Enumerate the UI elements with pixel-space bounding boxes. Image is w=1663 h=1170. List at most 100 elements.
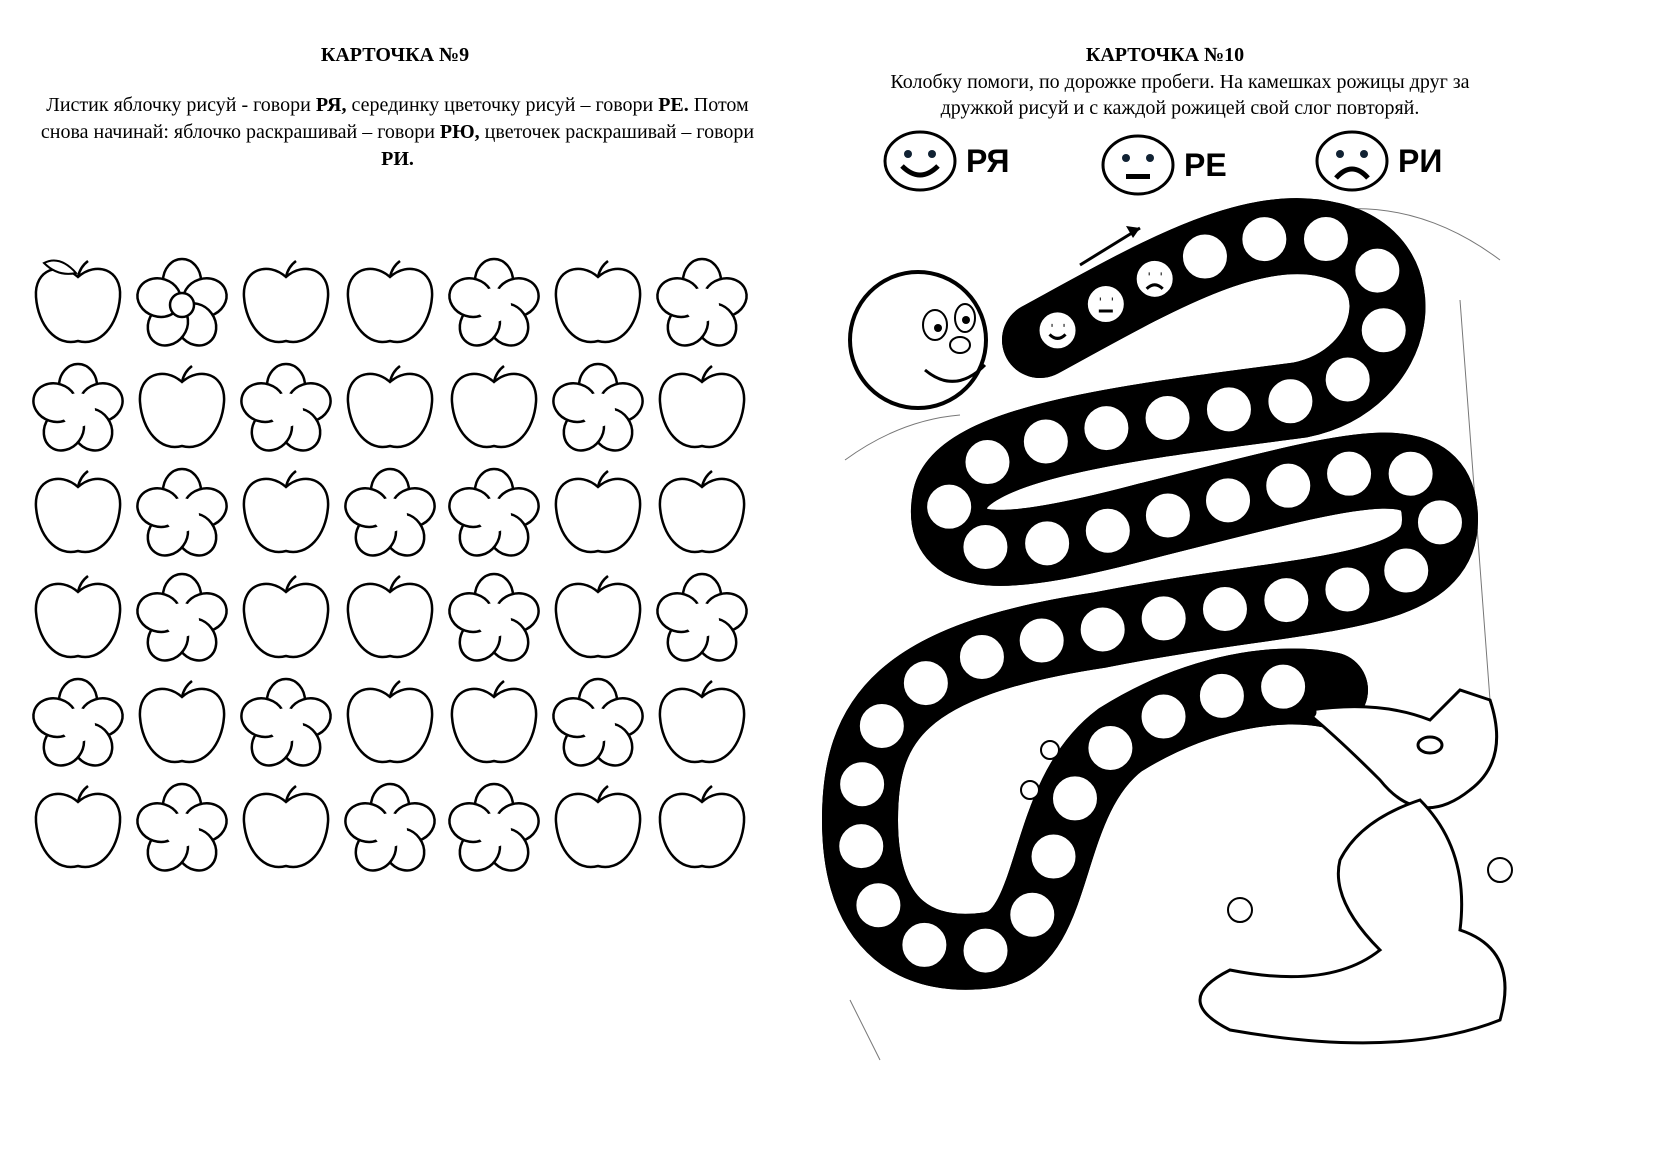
- syllable-re: РЕ: [1184, 146, 1227, 183]
- apple-icon: [654, 780, 750, 876]
- apple-icon: [446, 360, 542, 456]
- neutral-face-icon: [1101, 134, 1175, 196]
- apple-icon: [550, 255, 646, 351]
- card9-instructions: Листик яблочку рисуй - говори РЯ, середи…: [35, 92, 760, 173]
- stone-circle: [899, 657, 952, 710]
- apple-icon: [654, 675, 750, 771]
- apple-icon: [134, 360, 230, 456]
- apple-icon: [550, 465, 646, 561]
- stones: [835, 213, 1466, 977]
- neutral-face-icon: [1098, 297, 1113, 313]
- apple-icon: [238, 570, 334, 666]
- stone-circle: [1080, 402, 1133, 455]
- stone-circle: [1178, 230, 1231, 283]
- stone-circle: [1137, 592, 1190, 645]
- syllable-bold: РЯ,: [315, 94, 347, 116]
- sad-face-icon: [1145, 272, 1164, 290]
- syllable-bold: РИ.: [381, 148, 414, 170]
- stone-circle: [1027, 830, 1080, 883]
- stone-circle: [898, 918, 951, 971]
- stone-circle: [1137, 690, 1190, 743]
- flower-icon: [342, 780, 438, 876]
- stone-circle: [1048, 772, 1101, 825]
- card10-line1: Колобку помоги, по дорожке пробеги. На к…: [890, 71, 1470, 93]
- apple-icon: [550, 570, 646, 666]
- flower-icon: [134, 465, 230, 561]
- grass-texture: [844, 208, 1501, 1061]
- apple-icon: [30, 570, 126, 666]
- kolobok-icon: [848, 270, 988, 410]
- stone-circle: [1202, 383, 1255, 436]
- syllable-ria: РЯ: [966, 142, 1010, 179]
- stone-circle: [1076, 603, 1129, 656]
- flower-icon: [134, 780, 230, 876]
- stone-circle: [1257, 660, 1310, 713]
- apple-icon: [238, 780, 334, 876]
- legend-ri: РИ: [1314, 130, 1442, 192]
- stone-circle: [1019, 415, 1072, 468]
- stone-circle: [1321, 353, 1374, 406]
- apple-icon: [134, 675, 230, 771]
- apple-icon: [342, 360, 438, 456]
- stone-circle: [1299, 213, 1352, 266]
- stone-circle: [923, 480, 976, 533]
- stone-circle: [1380, 544, 1433, 597]
- stone-circle: [1035, 308, 1080, 353]
- stone-circle: [1015, 614, 1068, 667]
- fox-icon: [1198, 688, 1507, 1045]
- flower-icon: [446, 255, 542, 351]
- legend-re: РЕ: [1100, 134, 1227, 196]
- card9-title: КАРТОЧКА №9: [320, 44, 470, 66]
- syllable-ri: РИ: [1398, 142, 1443, 179]
- apple-icon: [30, 255, 126, 351]
- apple-icon: [446, 675, 542, 771]
- flower-icon: [30, 360, 126, 456]
- stone-circle: [855, 699, 908, 752]
- flower-icon: [134, 570, 230, 666]
- stone-circle: [1413, 496, 1466, 549]
- stone-circle: [955, 630, 1008, 683]
- stone-circle: [852, 879, 905, 932]
- stone-circle: [1021, 517, 1074, 570]
- flower-icon: [238, 360, 334, 456]
- legend-ria: РЯ: [882, 130, 1010, 192]
- instruction-text: серединку цветочку рисуй – говори: [346, 94, 659, 116]
- sad-face-icon: [1315, 130, 1389, 192]
- flower-icon: [446, 570, 542, 666]
- stone-circle: [1081, 504, 1134, 557]
- direction-arrow-icon: [1079, 226, 1141, 267]
- apple-icon: [30, 465, 126, 561]
- stone-circle: [1083, 282, 1128, 327]
- stone-circle: [959, 924, 1012, 977]
- apple-icon: [342, 570, 438, 666]
- stone-circle: [835, 820, 888, 873]
- card10-line2: дружкой рисуй и с каждой рожицей свой сл…: [940, 97, 1420, 119]
- stone-circle: [1202, 474, 1255, 527]
- card10-instructions: Колобку помоги, по дорожке пробеги. На к…: [830, 69, 1530, 121]
- apple-icon: [238, 255, 334, 351]
- instruction-text: цветочек раскрашивай – говори: [479, 121, 755, 143]
- smile-face-icon: [1048, 323, 1067, 340]
- stone-circle: [959, 521, 1012, 574]
- stone-circle: [1321, 563, 1374, 616]
- instruction-text: Листик яблочку рисуй - говори: [46, 94, 316, 116]
- stone-circle: [1323, 447, 1376, 500]
- smile-face-icon: [883, 130, 957, 192]
- flower-icon: [30, 675, 126, 771]
- flower-icon: [342, 465, 438, 561]
- flower-icon: [550, 675, 646, 771]
- stone-circle: [1262, 459, 1315, 512]
- syllable-bold: РЮ,: [439, 121, 480, 143]
- stone-circle: [1384, 447, 1437, 500]
- stone-circle: [1006, 888, 1059, 941]
- stone-circle: [1260, 574, 1313, 627]
- stone-circle: [1141, 489, 1194, 542]
- stone-circle: [836, 758, 889, 811]
- stone-circle: [1195, 669, 1248, 722]
- apple-icon: [654, 360, 750, 456]
- stone-circle: [1357, 304, 1410, 357]
- stone-circle: [1238, 213, 1291, 266]
- flower-icon: [134, 255, 230, 351]
